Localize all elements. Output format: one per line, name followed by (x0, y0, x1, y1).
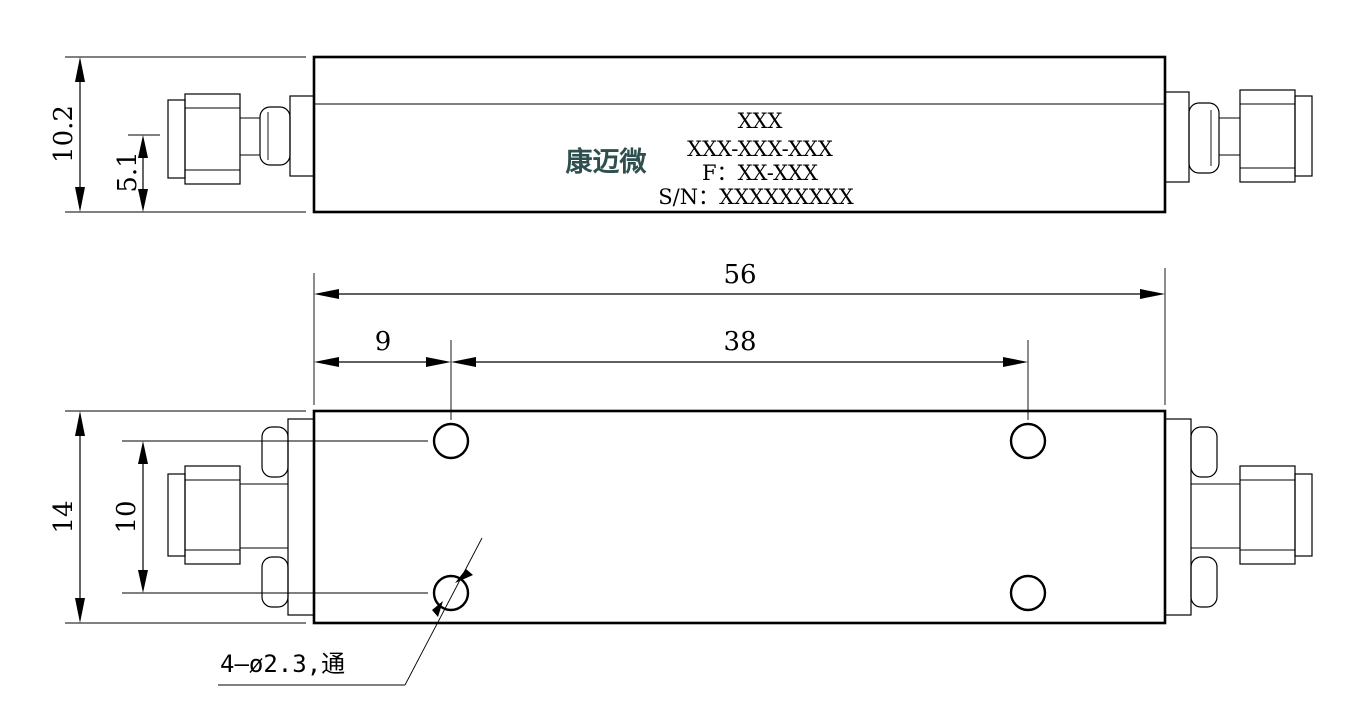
dim-text-hole-spacing: 38 (723, 327, 756, 357)
top-view: 康迈微 XXX XXX-XXX-XXX F：XX-XXX S/N：XXXXXXX… (49, 55, 1313, 214)
label-line-serial-number: S/N：XXXXXXXXX (658, 185, 853, 209)
hole-callout-leader: 4—ø2.3,通 (218, 537, 483, 686)
dimension-hole-row-spacing-10: 10 (112, 440, 428, 594)
dimension-half-height-5-1: 5.1 (113, 134, 160, 212)
dim-text-length: 56 (723, 260, 756, 290)
brand-logo: 康迈微 (566, 146, 647, 178)
right-sma-connector-bottom (1164, 418, 1313, 616)
mounting-hole-top-right (1009, 422, 1047, 460)
hole-callout-text: 4—ø2.3,通 (220, 650, 345, 678)
label-line-frequency: F：XX-XXX (702, 161, 818, 185)
right-sma-connector-top (1164, 89, 1313, 183)
dimension-height-10-2: 10.2 (49, 56, 306, 213)
dim-text-half-height: 5.1 (113, 151, 143, 192)
dimension-hole-spacing-38: 38 (451, 327, 1029, 420)
left-sma-connector-bottom (167, 418, 315, 616)
dim-text-hole-row-spacing: 10 (112, 500, 142, 533)
dimension-edge-to-hole-9: 9 (314, 327, 452, 420)
dim-text-height: 10.2 (49, 105, 79, 163)
dimension-length-56: 56 (313, 260, 1166, 405)
dim-text-width: 14 (49, 500, 79, 533)
mounting-hole-bottom-left (432, 574, 470, 612)
label-line-model: XXX (738, 109, 783, 133)
label-line-part-number: XXX-XXX-XXX (687, 137, 833, 161)
mounting-hole-top-left (432, 422, 470, 460)
bottom-view: 56 9 38 14 (49, 260, 1313, 686)
dim-text-edge-to-hole: 9 (375, 327, 392, 357)
dimension-width-14: 14 (49, 410, 306, 624)
left-sma-connector-top (167, 93, 315, 185)
mounting-hole-bottom-right (1009, 574, 1047, 612)
bottom-view-body (312, 409, 1167, 625)
